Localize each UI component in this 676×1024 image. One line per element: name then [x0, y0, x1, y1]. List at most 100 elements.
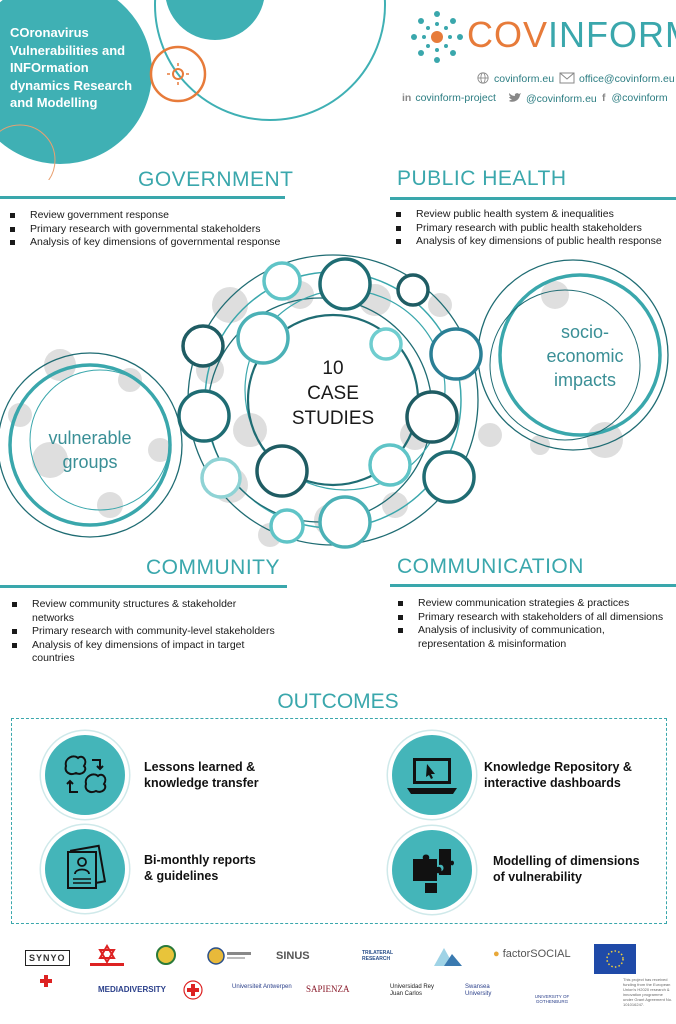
header-orange-ring: [149, 45, 207, 103]
brain-exchange-icon: [45, 735, 125, 815]
trilateral-logo: TRILATERAL RESEARCH: [362, 950, 393, 962]
center-line: 10: [322, 358, 344, 379]
label-line: groups: [62, 452, 118, 472]
label-line: vulnerable: [48, 428, 132, 448]
list-item: Analysis of key dimensions of impact in …: [8, 639, 278, 666]
list-item: Review public health system & inequaliti…: [392, 208, 672, 222]
list-item: Analysis of key dimensions of government…: [6, 236, 286, 250]
list-item: Analysis of key dimensions of public hea…: [392, 235, 672, 249]
virus-icon: [172, 68, 184, 80]
project-tagline: COronavirus Vulnerabilities and INFOrmat…: [10, 25, 133, 110]
header-small-teal-disc: [166, 0, 264, 40]
outcome-modelling: Modelling of dimensions of vulnerability: [493, 853, 640, 885]
community-list: Review community structures & stakeholde…: [8, 598, 278, 666]
outcome-line: Lessons learned &: [144, 760, 256, 774]
facebook-icon: f: [602, 92, 606, 104]
header-teal-disc: [0, 0, 152, 164]
list-item: Primary research with public health stak…: [392, 222, 672, 236]
partner-logo: [156, 945, 176, 965]
covinform-logo: COVINFORM: [467, 14, 676, 56]
covinform-logo-icon: [411, 11, 463, 63]
laptop-icon: [392, 735, 472, 815]
list-item: Review communication strategies & practi…: [394, 597, 669, 611]
puzzle-icon: [392, 830, 472, 910]
government-list: Review government response Primary resea…: [6, 209, 286, 250]
twitter-text: @covinform.eu: [526, 93, 597, 105]
center-line: CASE: [307, 383, 359, 404]
outcome-line: Modelling of dimensions: [493, 854, 640, 868]
linkedin-icon: in: [402, 92, 412, 104]
outcome-repository: Knowledge Repository & interactive dashb…: [484, 759, 632, 791]
partner-logo: [90, 944, 124, 966]
globe-icon: [477, 72, 489, 84]
public-health-list: Review public health system & inequaliti…: [392, 208, 672, 249]
list-item: Review community structures & stakeholde…: [8, 598, 278, 625]
twitter-icon: [509, 93, 521, 102]
gothenburg-logo: UNIVERSITY OF GOTHENBURG: [534, 994, 570, 1004]
logo-inform: INFORM: [548, 14, 676, 55]
mediadiversity-logo: MEDIADIVERSITY: [98, 985, 167, 994]
header-decoration: [0, 0, 463, 180]
government-title: GOVERNMENT: [138, 168, 294, 191]
eu-flag-icon: [594, 944, 636, 974]
factorsocial-text: factorSOCIAL: [502, 948, 571, 960]
partner-logo: [207, 947, 251, 965]
facebook-text: @covinform: [611, 92, 668, 104]
communication-list: Review communication strategies & practi…: [394, 597, 669, 651]
outcomes-title: OUTCOMES: [277, 690, 399, 713]
label-line: impacts: [553, 370, 616, 390]
email-text: office@covinform.eu: [579, 73, 675, 85]
facebook-link[interactable]: f @covinform: [602, 92, 668, 104]
socio-economic-label: socio- economic impacts: [530, 320, 640, 392]
partner-logo: [434, 948, 462, 966]
antwerpen-logo: Universiteit Antwerpen: [232, 984, 292, 990]
communication-rule: [390, 584, 676, 587]
reports-icon: [45, 829, 125, 909]
email-link[interactable]: office@covinform.eu: [559, 72, 675, 85]
public-health-title: PUBLIC HEALTH: [397, 167, 567, 190]
header-ring: [154, 0, 386, 121]
outcome-line: knowledge transfer: [144, 776, 259, 790]
outcome-line: & guidelines: [144, 869, 219, 883]
communication-title: COMMUNICATION: [397, 555, 584, 578]
list-item: Primary research with stakeholders of al…: [394, 611, 669, 625]
vulnerable-groups-label: vulnerable groups: [30, 426, 150, 474]
logo-cov: COV: [467, 14, 549, 55]
community-title: COMMUNITY: [146, 556, 280, 579]
outcome-lessons: Lessons learned & knowledge transfer: [144, 759, 259, 791]
outcome-line: Knowledge Repository &: [484, 760, 632, 774]
label-line: socio-: [560, 322, 609, 342]
case-studies-label: 10 CASE STUDIES: [283, 356, 383, 431]
list-item: Primary research with governmental stake…: [6, 223, 286, 237]
header-orange-arc: [0, 124, 56, 180]
mail-icon: [559, 72, 575, 84]
swansea-logo: Swansea University: [465, 984, 492, 997]
outcomes-box: [11, 718, 667, 924]
outcome-line: Bi-monthly reports: [144, 853, 256, 867]
red-cross-icon: [40, 975, 52, 987]
outcome-reports: Bi-monthly reports & guidelines: [144, 852, 256, 884]
factorsocial-logo: ● factorSOCIAL: [493, 948, 571, 960]
urjc-logo: Universidad Rey Juan Carlos: [390, 984, 435, 997]
center-line: STUDIES: [291, 408, 375, 429]
list-item: Primary research with community-level st…: [8, 625, 278, 639]
case-study-circles: [177, 257, 483, 549]
public-health-rule: [390, 197, 676, 200]
eu-funding-note: This project has received funding from t…: [623, 977, 673, 1007]
twitter-link[interactable]: @covinform.eu: [508, 92, 597, 105]
list-item: Analysis of inclusivity of communication…: [394, 624, 669, 651]
case-studies-diagram: [0, 254, 669, 549]
linkedin-text: covinform-project: [415, 92, 496, 104]
label-line: economic: [546, 346, 624, 366]
synyo-logo: SYNYO: [25, 950, 70, 966]
community-rule: [0, 585, 287, 588]
government-rule: [0, 196, 285, 199]
outcome-line: of vulnerability: [493, 870, 582, 884]
list-item: Review government response: [6, 209, 286, 223]
sinus-logo: SINUS: [276, 950, 310, 962]
sapienza-logo: SAPIENZA: [306, 984, 350, 994]
website-link[interactable]: covinform.eu: [476, 72, 554, 85]
outcome-line: interactive dashboards: [484, 776, 621, 790]
website-text: covinform.eu: [494, 73, 555, 85]
